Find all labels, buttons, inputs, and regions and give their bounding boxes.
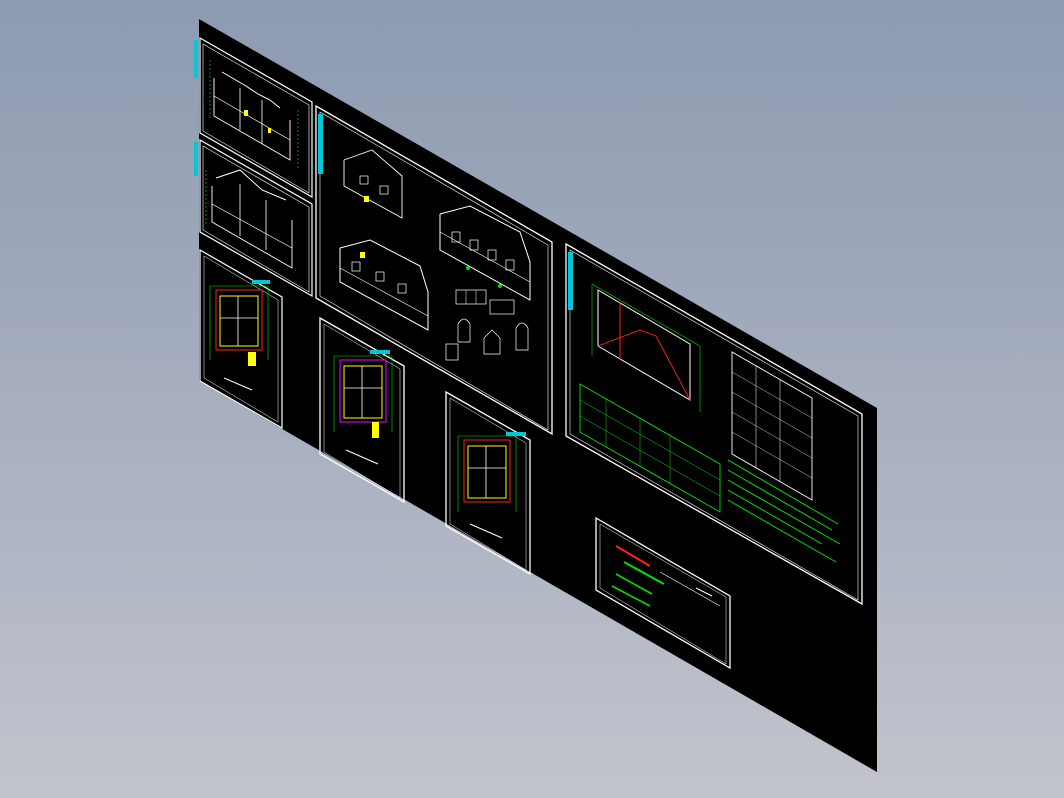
- drawing-sheet: [199, 19, 877, 772]
- section-sheet-2[interactable]: [194, 138, 313, 298]
- floor-plan-3[interactable]: [445, 390, 531, 576]
- floor-plan-1[interactable]: [199, 248, 283, 430]
- title-block[interactable]: [595, 516, 731, 670]
- elevations-sheet[interactable]: [315, 104, 553, 436]
- section-sheet-1[interactable]: [194, 36, 313, 199]
- floor-plan-2[interactable]: [319, 316, 405, 504]
- roof-plan-and-schedules[interactable]: [565, 242, 863, 606]
